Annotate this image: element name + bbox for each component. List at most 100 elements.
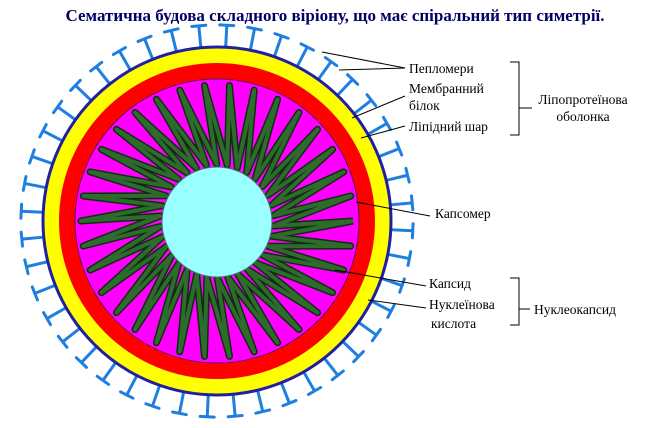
peplomer-head — [307, 385, 323, 396]
peplomer-spike — [46, 305, 69, 320]
peplomer-head — [136, 34, 153, 43]
peplomer-spike — [95, 65, 113, 87]
peplomer-head — [346, 73, 360, 86]
leader-peplomer-b — [338, 67, 406, 71]
peplomer-spike — [151, 382, 162, 407]
peplomer-head — [190, 23, 208, 28]
peplomer-head — [365, 93, 378, 108]
peplomer-spike — [321, 355, 339, 377]
peplomer-head — [198, 414, 216, 419]
peplomer-spike — [61, 325, 83, 343]
peplomer-spike — [21, 209, 46, 214]
peplomer-spike — [169, 30, 179, 55]
peplomer-spike — [315, 60, 333, 83]
peplomer-head — [144, 402, 161, 410]
leader-nucleic-acid — [367, 299, 427, 309]
peplomer-spike — [294, 46, 309, 70]
peplomer-head — [171, 410, 188, 417]
peplomer-spikes — [19, 23, 415, 419]
peplomer-spike — [365, 122, 388, 137]
peplomer-spike — [334, 78, 354, 98]
peplomer-head — [23, 258, 30, 276]
peplomer-head — [410, 222, 415, 240]
peplomer-head — [246, 25, 263, 32]
label-nucleic-acid-1: Нуклеїнова — [429, 297, 495, 312]
peplomer-spike — [26, 259, 51, 269]
leader-lines — [321, 51, 532, 326]
peplomer-spike — [368, 298, 392, 313]
peplomer-head — [226, 414, 244, 419]
peplomer-head — [30, 285, 39, 302]
peplomer-head — [74, 356, 88, 369]
peplomer-head — [21, 175, 28, 192]
peplomer-spike — [21, 235, 46, 241]
peplomer-head — [42, 311, 53, 327]
bracket-nucleocapsid — [510, 277, 520, 326]
peplomer-head — [404, 166, 411, 184]
peplomer-spike — [376, 147, 400, 159]
capsomer-chain — [79, 83, 354, 359]
peplomer-head — [398, 277, 406, 294]
peplomer-head — [111, 46, 127, 57]
leader-membrane-protein — [351, 95, 406, 119]
peplomer-head — [386, 303, 396, 319]
label-lipoprotein-envelope-1: Ліпопротеїнова — [538, 92, 627, 107]
peplomer-head — [19, 230, 24, 248]
peplomer-head — [52, 99, 64, 115]
peplomer-head — [38, 123, 48, 139]
peplomer-spike — [118, 50, 133, 73]
peplomer-spike — [205, 392, 210, 417]
peplomer-spike — [34, 283, 58, 295]
capsomers — [77, 82, 355, 360]
peplomer-head — [330, 369, 345, 382]
label-capsid: Капсид — [429, 276, 471, 291]
peplomer-head — [323, 56, 339, 68]
leader-peplomer-a — [321, 51, 406, 69]
peplomer-head — [218, 23, 236, 28]
leader-lipid-layer — [360, 125, 406, 139]
label-membrane-protein-1: Мембранний — [409, 81, 484, 96]
peplomer-spike — [279, 380, 291, 404]
peplomer-spike — [385, 252, 410, 261]
label-lipid-layer: Ліпідний шар — [409, 119, 488, 134]
peplomer-spike — [355, 319, 378, 337]
peplomer-spike — [143, 38, 155, 62]
peplomer-spike — [177, 389, 186, 414]
peplomer-head — [410, 194, 415, 212]
peplomer-spike — [74, 84, 94, 104]
peplomer-head — [69, 78, 82, 92]
peplomer-spike — [388, 228, 413, 233]
peplomer-spike — [272, 35, 283, 60]
peplomer-head — [406, 250, 413, 267]
peplomer-spike — [351, 99, 373, 117]
peplomer-head — [89, 60, 104, 73]
bracket-envelope — [510, 61, 520, 136]
diagram-title: Сематична будова складного віріону, що м… — [65, 6, 605, 25]
label-lipoprotein-envelope-2: оболонка — [556, 109, 609, 124]
peplomer-spike — [255, 387, 265, 412]
label-nucleocapsid: Нуклеокапсид — [534, 302, 616, 317]
peplomer-head — [95, 374, 111, 386]
peplomer-spike — [197, 25, 203, 50]
peplomer-spike — [248, 28, 257, 53]
peplomer-head — [395, 140, 404, 157]
peplomer-spike — [24, 181, 49, 190]
peplomer-spike — [301, 369, 316, 392]
peplomer-spike — [80, 344, 100, 364]
peplomer-head — [281, 399, 298, 408]
leader-capsomer — [355, 201, 431, 217]
nucleic-acid — [161, 166, 273, 278]
peplomer-spike — [125, 372, 140, 396]
peplomer-spike — [31, 155, 56, 166]
peplomer-spike — [56, 105, 79, 123]
peplomer-head — [273, 32, 290, 40]
peplomer-head — [162, 27, 180, 34]
peplomer-head — [19, 202, 24, 220]
peplomer-spike — [340, 338, 360, 358]
peplomer-spike — [388, 201, 413, 207]
label-nucleic-acid-2: кислота — [431, 316, 476, 331]
leader-capsid — [334, 269, 427, 287]
peplomer-head — [381, 115, 392, 131]
peplomer-head — [370, 327, 382, 343]
